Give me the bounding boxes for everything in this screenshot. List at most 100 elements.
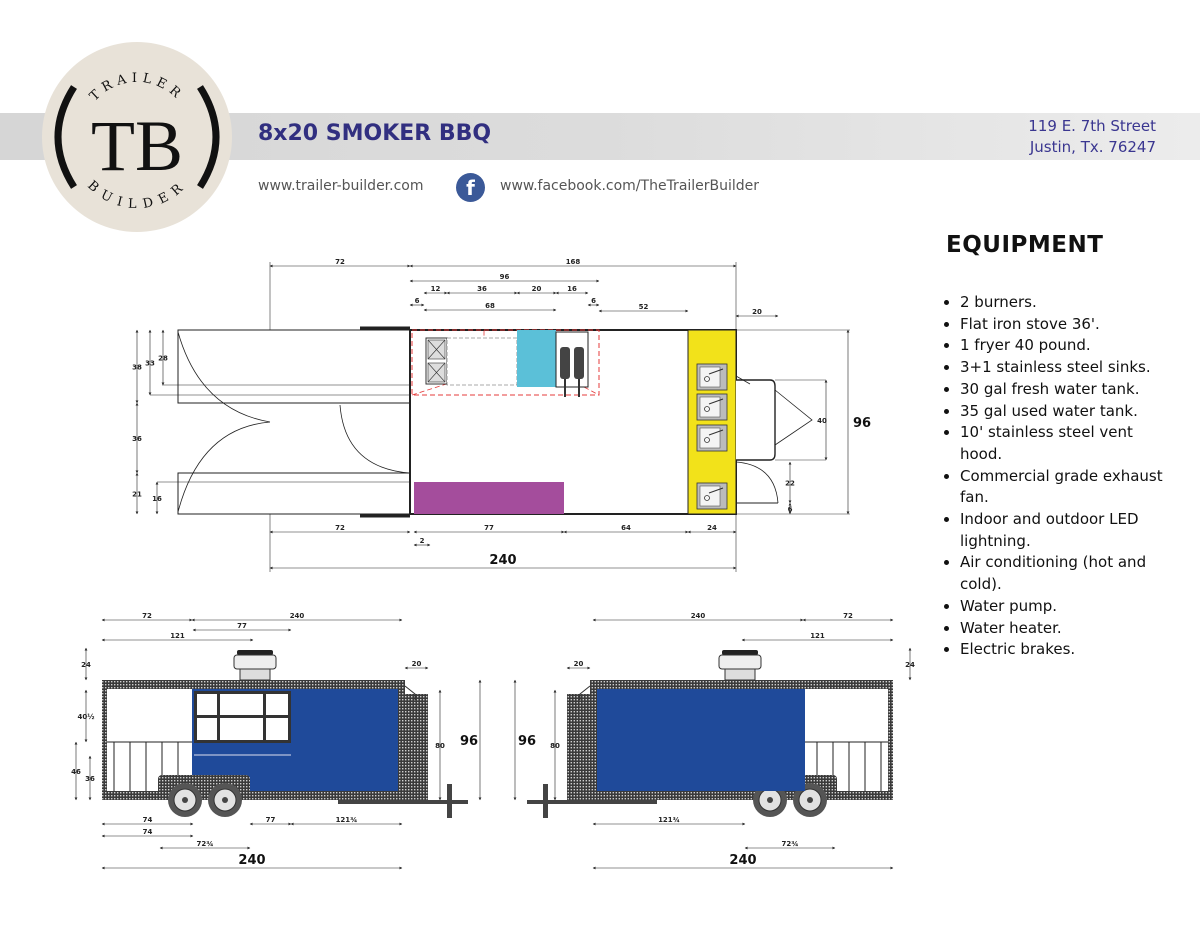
website-link[interactable]: www.trailer-builder.com [258,178,424,194]
dimension-label: 72¾ [782,840,799,848]
dimension-label: 36 [477,285,487,293]
facebook-icon[interactable]: f [456,173,485,202]
equipment-item: Commercial grade exhaust fan. [960,466,1176,509]
dimension-label: 20 [412,660,422,668]
hand-sink-icon [696,482,728,510]
address-line-1: 119 E. 7th Street [1028,117,1156,135]
dimension-label: 22 [785,480,795,488]
dimension-label: 68 [485,302,495,310]
dimension-label: 240 [691,612,706,620]
dimension-label: 96 [518,734,536,749]
side-view-left [102,650,468,818]
dimension-label: 96 [500,273,510,281]
equipment-panel: EQUIPMENT 2 burners. Flat iron stove 36'… [946,232,1176,661]
logo-mark: TRAILER BUILDER TB [54,71,220,212]
service-window-area [150,326,413,518]
equipment-item: Water heater. [960,618,1176,640]
dimension-label: 20 [574,660,584,668]
dimension-label: 74 [143,828,153,836]
dimension-label: 24 [81,661,91,669]
address: 119 E. 7th Street Justin, Tx. 76247 [1028,116,1156,158]
trailer-builder-logo: TRAILER BUILDER TB [42,42,232,232]
equipment-list: 2 burners. Flat iron stove 36'. 1 fryer … [946,292,1176,661]
vent-hood-outline [411,329,600,396]
dimension-label: 77 [484,524,494,532]
svg-text:TB: TB [91,106,183,186]
hitch-tongue [735,375,813,504]
dimension-label: 46 [71,768,81,776]
dimension-label: 6 [415,297,420,305]
equipment-item: 10' stainless steel vent hood. [960,422,1176,465]
dimension-label: 40½ [78,713,95,721]
side-view-right [527,650,893,818]
dimension-label: 24 [707,524,717,532]
dimension-label: 20 [532,285,542,293]
equipment-item: 35 gal used water tank. [960,401,1176,423]
fryer [555,331,589,397]
dimension-label: 240 [238,853,265,868]
dimension-label: 80 [435,742,445,750]
dimension-label: 36 [132,435,142,443]
dimension-label: 121 [810,632,825,640]
wheel-icon [167,782,203,818]
dimension-label: 121 [170,632,185,640]
dimension-label: 21 [132,491,142,499]
sink-icon [696,363,728,391]
dimension-label: 24 [905,661,915,669]
dimension-label: 72¾ [197,840,214,848]
equipment-item: Electric brakes. [960,639,1176,661]
dimension-label: 64 [621,524,631,532]
dimension-label: 12 [431,285,441,293]
equipment-item: Air conditioning (hot and cold). [960,552,1176,595]
flat-iron-stove [446,337,518,386]
dimension-label: 80 [550,742,560,750]
equipment-item: 30 gal fresh water tank. [960,379,1176,401]
equipment-item: Water pump. [960,596,1176,618]
refrigerator [517,330,556,387]
sink-icon [696,393,728,421]
dimension-label: 96 [460,734,478,749]
sink-icon [696,424,728,452]
dimension-label: 72 [335,524,345,532]
side-view-dimensions: 72 240 77 121 20 74 74 77 121¾ 72¾ 240 24 40½ 46 36 80 9… [71,612,915,870]
equipment-item: 1 fryer 40 pound. [960,335,1176,357]
dimension-label: 240 [729,853,756,868]
equipment-item: Indoor and outdoor LED lightning. [960,509,1176,552]
dimension-label: 72 [335,258,345,266]
dimension-label: 40 [817,417,827,425]
exhaust-fan-icon [233,650,277,681]
dimension-label: 121¾ [658,816,680,824]
dimension-label: 77 [237,622,247,630]
dimension-label: 240 [290,612,305,620]
dimension-label: 6 [591,297,596,305]
dimension-label: 2 [420,537,425,545]
dimension-label: 72 [142,612,152,620]
dimension-label: 28 [158,355,168,363]
equipment-item: 3+1 stainless steel sinks. [960,357,1176,379]
dimension-label: 38 [132,364,142,372]
equipment-heading: EQUIPMENT [946,232,1104,258]
dimension-label: 72 [843,612,853,620]
dimension-label: 121¾ [336,816,358,824]
dimension-label: 96 [853,416,871,431]
facebook-link[interactable]: www.facebook.com/TheTrailerBuilder [500,178,760,194]
dimension-label: 20 [752,308,762,316]
dimension-label: 33 [145,360,155,368]
dimension-label: 6 [788,506,793,514]
equipment-item: 2 burners. [960,292,1176,314]
page-title: 8x20 SMOKER BBQ [258,121,492,146]
address-line-2: Justin, Tx. 76247 [1029,138,1156,156]
dimension-label: 16 [567,285,577,293]
counter [414,482,564,514]
equipment-item: Flat iron stove 36'. [960,314,1176,336]
wheel-icon [207,782,243,818]
dimension-label: 240 [489,553,516,568]
dimension-label: 16 [152,495,162,503]
dimension-label: 74 [143,816,153,824]
dimension-label: 36 [85,775,95,783]
burners [425,337,448,385]
dimension-label: 77 [266,816,276,824]
